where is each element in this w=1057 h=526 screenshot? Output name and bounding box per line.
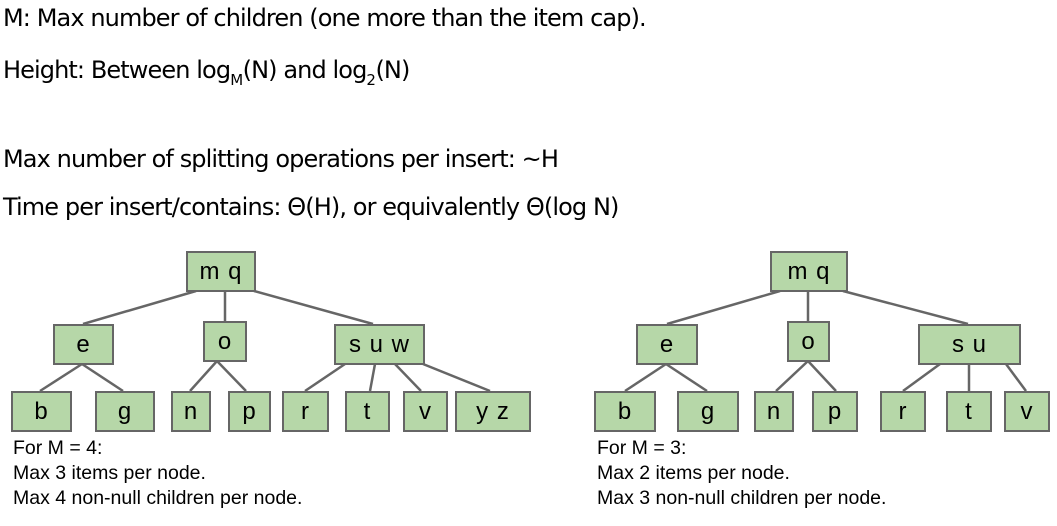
- right-leaf-n: n: [754, 391, 794, 432]
- left-leaf-t: t: [345, 391, 390, 432]
- right-root-node: m q: [770, 251, 848, 292]
- right-leaf-g: g: [677, 391, 739, 432]
- left-leaf-b: b: [11, 391, 72, 432]
- left-leaf-n: n: [171, 391, 211, 432]
- definition-height: Height: Between logM(N) and log2(N): [3, 56, 410, 89]
- left-node-o: o: [203, 321, 247, 362]
- left-leaf-g: g: [95, 391, 155, 432]
- time-complexity-text: Time per insert/contains: Θ(H), or equiv…: [3, 193, 619, 221]
- height-suffix: (N): [375, 56, 410, 84]
- left-node-e: e: [53, 324, 114, 365]
- left-node-suw: s u w: [334, 324, 425, 365]
- right-node-o: o: [787, 321, 830, 362]
- left-root-node: m q: [186, 251, 256, 292]
- right-leaf-t: t: [946, 391, 992, 432]
- left-leaf-yz: y z: [455, 391, 531, 432]
- right-node-su: s u: [918, 324, 1021, 365]
- left-caption: For M = 4: Max 3 items per node. Max 4 n…: [13, 436, 302, 511]
- left-caption-line-1: For M = 4:: [13, 437, 103, 459]
- left-leaf-r: r: [282, 391, 329, 432]
- left-leaf-v: v: [403, 391, 448, 432]
- definition-m: M: Max number of children (one more than…: [3, 4, 647, 32]
- right-node-e: e: [636, 324, 698, 365]
- right-caption-line-2: Max 2 items per node.: [597, 462, 790, 484]
- left-caption-line-2: Max 3 items per node.: [13, 462, 206, 484]
- right-leaf-p: p: [812, 391, 858, 432]
- right-caption: For M = 3: Max 2 items per node. Max 3 n…: [597, 436, 886, 511]
- right-leaf-b: b: [594, 391, 656, 432]
- right-caption-line-1: For M = 3:: [597, 437, 687, 459]
- subscript-2: 2: [366, 71, 376, 89]
- splitting-ops-text: Max number of splitting operations per i…: [3, 145, 559, 173]
- left-caption-line-3: Max 4 non-null children per node.: [13, 487, 303, 509]
- right-leaf-r: r: [880, 391, 926, 432]
- height-mid: (N) and log: [242, 56, 368, 84]
- right-caption-line-3: Max 3 non-null children per node.: [597, 487, 887, 509]
- subscript-m: M: [230, 71, 243, 89]
- left-leaf-p: p: [228, 391, 271, 432]
- right-leaf-v: v: [1004, 391, 1050, 432]
- height-prefix: Height: Between log: [3, 56, 231, 84]
